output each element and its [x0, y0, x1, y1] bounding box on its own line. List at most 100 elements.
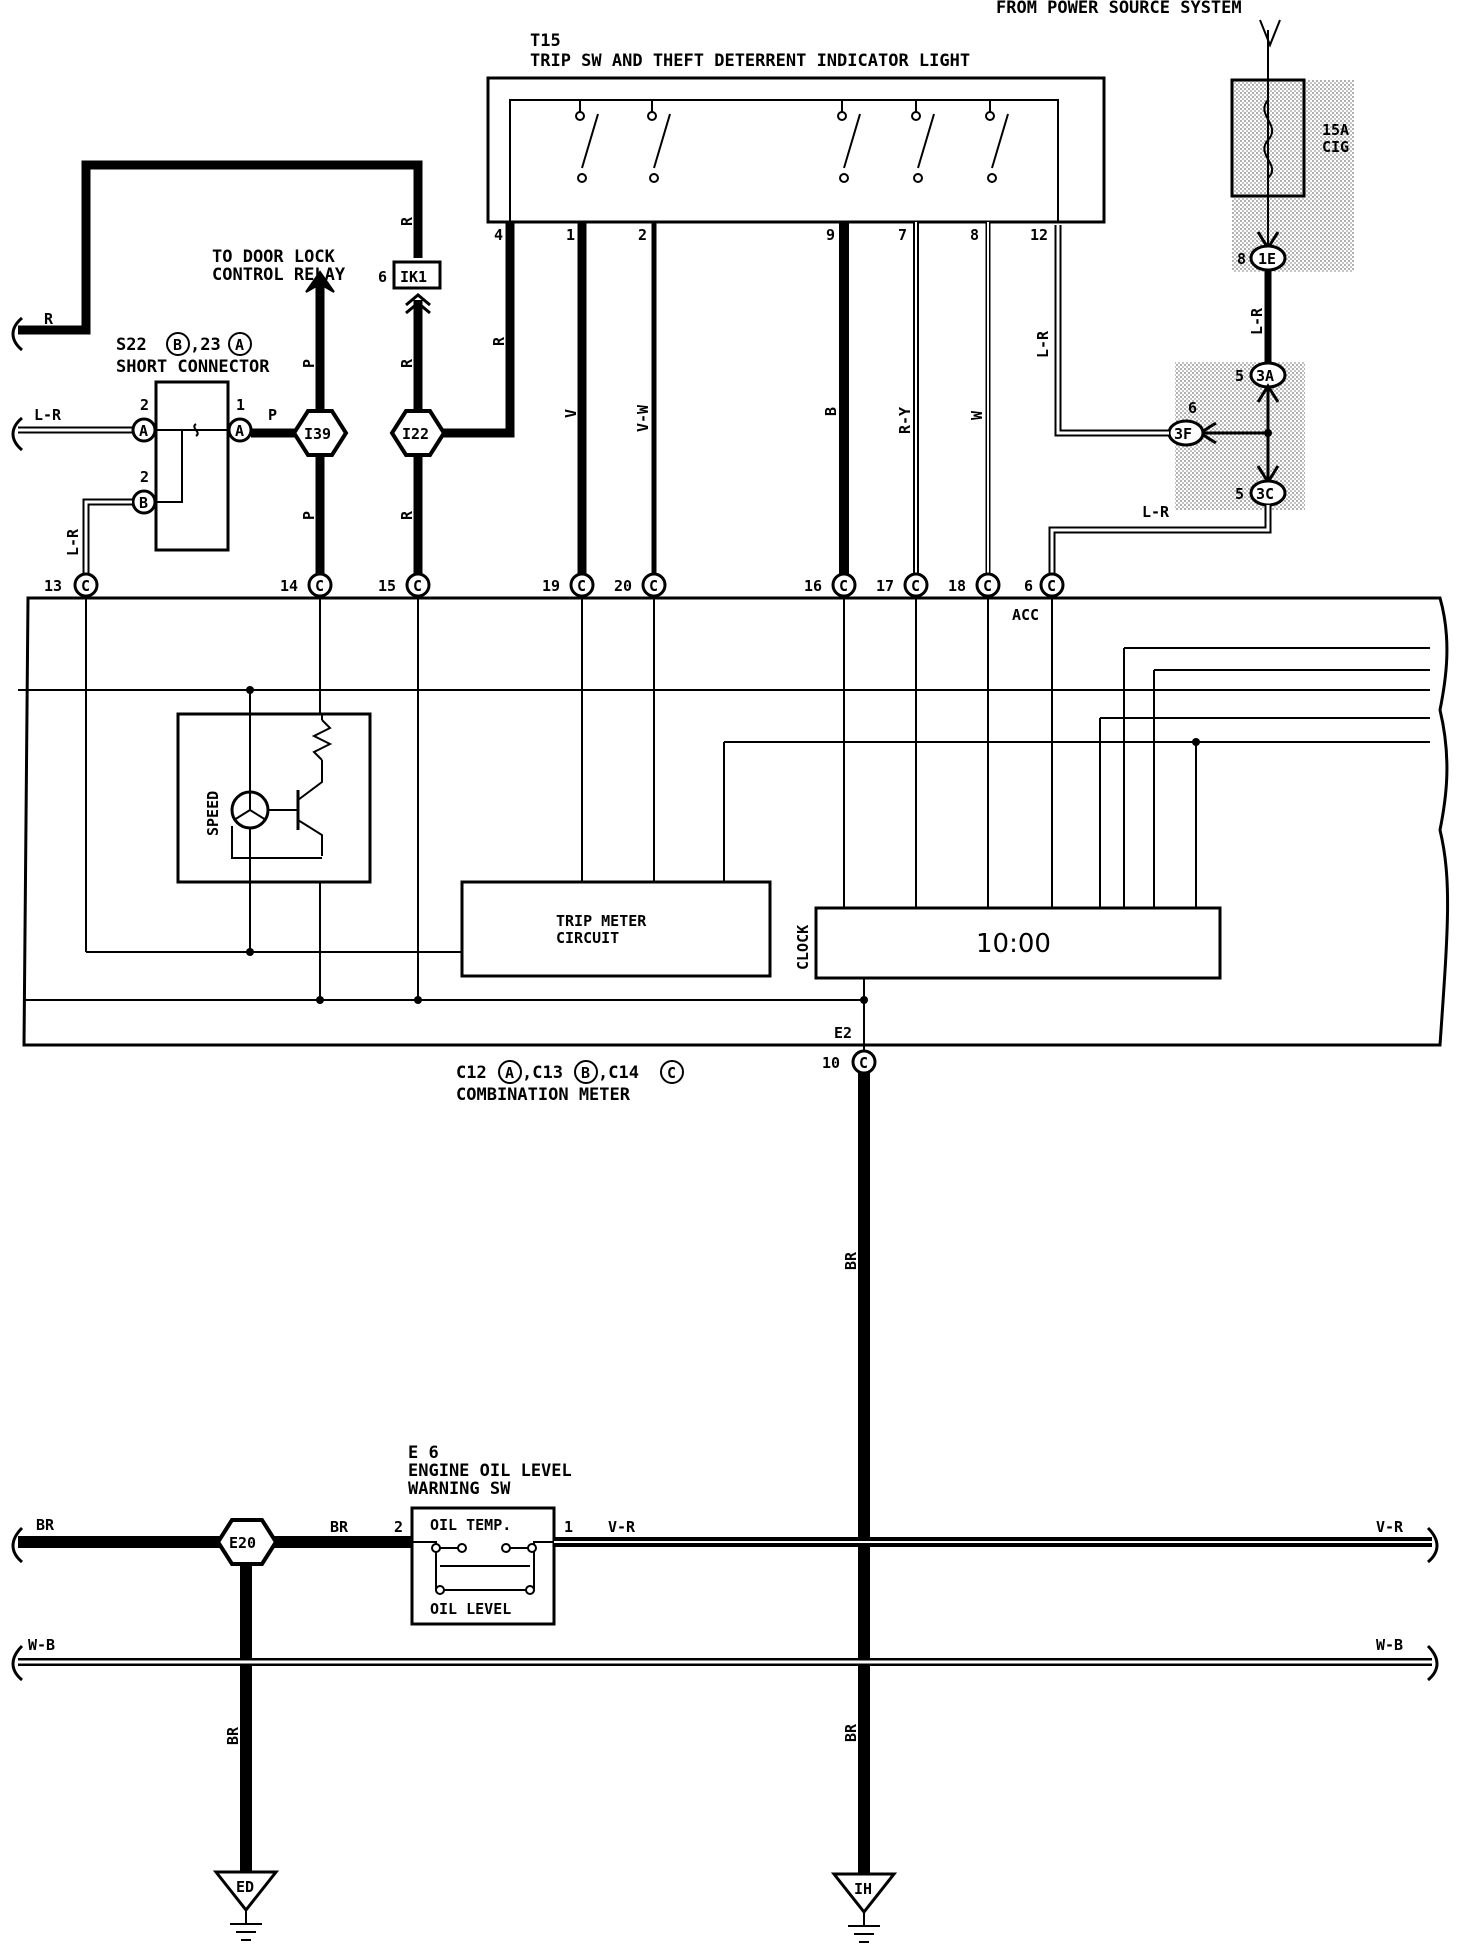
- r-wire-label-lower: R: [398, 510, 416, 520]
- ry-wire-label: R-Y: [896, 407, 914, 434]
- speed-sensor-box: [176, 712, 372, 884]
- sc-pin-a-right-letter: A: [235, 422, 244, 440]
- meter-pin-18: 18: [948, 577, 966, 595]
- connector-3a-label: 3A: [1256, 367, 1274, 385]
- ik1-pin: 6: [378, 268, 387, 286]
- connector-1e-pin: 8: [1237, 250, 1246, 268]
- t15-code: T15: [530, 31, 561, 51]
- transistor-collector: [297, 760, 323, 801]
- oil-level-label: OIL LEVEL: [430, 1600, 511, 1618]
- p-wire-label-upper: P: [300, 359, 318, 368]
- trip-meter-line1: TRIP METER: [556, 912, 647, 930]
- lr-wire-sc-b-to-meter: [82, 498, 132, 575]
- meter-pin-15: 15: [378, 577, 396, 595]
- lr-wire-sc-b-to-meter-inner: [84, 500, 132, 575]
- break-mark-right-wb: [1426, 1644, 1439, 1682]
- short-connector-letter-a-circle: [228, 332, 252, 356]
- short-connector-break-icon: [193, 423, 199, 437]
- meter-pin-20: 20: [614, 577, 632, 595]
- short-connector-letter-b: B: [173, 336, 182, 354]
- t15-pin-7: 7: [898, 226, 907, 244]
- meter-pin-18-letter: C: [983, 577, 992, 595]
- r-wire-label-top-right: R: [398, 216, 416, 226]
- t15-pin-1: 1: [566, 226, 575, 244]
- transistor-emitter: [297, 819, 323, 856]
- up-arrow-icon: [1256, 383, 1280, 403]
- p-wire-label-lower: P: [300, 511, 318, 520]
- oil-sw-code: E 6: [408, 1443, 439, 1463]
- lr-wire-label-12: L-R: [1034, 330, 1052, 358]
- br-wire-label-meter-upper: BR: [842, 1251, 860, 1270]
- junction-e20-label: E20: [229, 1534, 256, 1552]
- connector-1e-label: 1E: [1258, 250, 1276, 268]
- ik1-label: IK1: [400, 268, 427, 286]
- connector-3c-pin: 5: [1235, 485, 1244, 503]
- wb-wire-label-right: W-B: [1376, 1636, 1403, 1654]
- meter-pin-circles: [73, 572, 1065, 598]
- meter-pin-14-letter: C: [315, 577, 324, 595]
- vr-wire-label-left: V-R: [608, 1518, 636, 1536]
- oil-sw-pin-2: 2: [394, 1518, 403, 1536]
- fuse-shaded-area: [1232, 80, 1354, 272]
- meter-pin-13: 13: [44, 577, 62, 595]
- lr-wire-3f-to-t15-inner: [1056, 225, 1169, 435]
- break-mark-right-vr: [1426, 1526, 1439, 1564]
- meter-pin-17-letter: C: [911, 577, 920, 595]
- t15-pin-4: 4: [494, 226, 503, 244]
- connector-3a-pin: 5: [1235, 367, 1244, 385]
- sc-pin-a-left-circle: [131, 417, 157, 443]
- speed-ground: [231, 826, 322, 859]
- t15-pin-2: 2: [638, 226, 647, 244]
- oil-sw-pin-1: 1: [564, 1518, 573, 1536]
- b-wire-label: B: [822, 407, 840, 416]
- meter-pin-14: 14: [280, 577, 298, 595]
- r-wire-pin4-to-i22: [442, 222, 515, 438]
- junction-i39-label: I39: [304, 425, 331, 443]
- meter-pin-17: 17: [876, 577, 894, 595]
- short-connector-letter-b-circle: [166, 332, 190, 356]
- short-connector-code: S22: [116, 335, 147, 355]
- junction-i22-label: I22: [402, 425, 429, 443]
- meter-pin-15-letter: C: [413, 577, 422, 595]
- break-mark-left-r: [11, 316, 24, 352]
- connector-3f-pin: 6: [1188, 399, 1197, 417]
- meter-pin-13-letter: C: [81, 577, 90, 595]
- break-mark-left-lr: [11, 416, 24, 452]
- r-wire-label-pin4: R: [490, 336, 508, 346]
- meter-pin-16: 16: [804, 577, 822, 595]
- t15-title: TRIP SW AND THEFT DETERRENT INDICATOR LI…: [530, 51, 970, 71]
- power-source-label: FROM POWER SOURCE SYSTEM: [996, 0, 1242, 18]
- fuse-name: CIG: [1322, 138, 1349, 156]
- clock-time: 10:00: [976, 929, 1051, 959]
- meter-pin-10-letter: C: [859, 1054, 868, 1072]
- meter-code-b-circle: [574, 1060, 598, 1084]
- short-connector-box: [154, 380, 230, 552]
- ground-ed-icon: [230, 1910, 262, 1941]
- door-lock-line1: TO DOOR LOCK: [212, 247, 336, 267]
- short-connector-internal: [156, 429, 228, 503]
- meter-code-c-letter: C: [667, 1064, 676, 1082]
- meter-pin-10: 10: [822, 1054, 840, 1072]
- clock-label: CLOCK: [794, 925, 812, 970]
- oil-sw-line2: WARNING SW: [408, 1479, 511, 1499]
- lr-wire-label-top: L-R: [1248, 307, 1266, 335]
- door-lock-up-arrow-icon: [305, 270, 335, 293]
- r-wire-label-top-left: R: [44, 310, 54, 328]
- r-wire-label-ik1: R: [398, 358, 416, 368]
- ground-ih-label: IH: [854, 1880, 872, 1898]
- junction-i39: [291, 409, 349, 457]
- sc-pin-b-left-circle: [131, 489, 157, 515]
- connector-3f-label: 3F: [1174, 425, 1192, 443]
- clock-box: [814, 906, 1222, 980]
- meter-code-c12: C12: [456, 1063, 487, 1083]
- vw-wire-label: V-W: [634, 404, 652, 432]
- break-mark-left-br: [11, 1526, 24, 1564]
- t15-pin-12: 12: [1030, 226, 1048, 244]
- speed-sensor-rotor-icon: [233, 792, 267, 821]
- oil-sw-contacts: [412, 1541, 554, 1591]
- r-wire-top-harness: [18, 160, 423, 335]
- sc-pin-a-left-letter: A: [139, 422, 148, 440]
- br-wire-label-meter-lower: BR: [842, 1723, 860, 1742]
- t15-box: [486, 76, 1106, 224]
